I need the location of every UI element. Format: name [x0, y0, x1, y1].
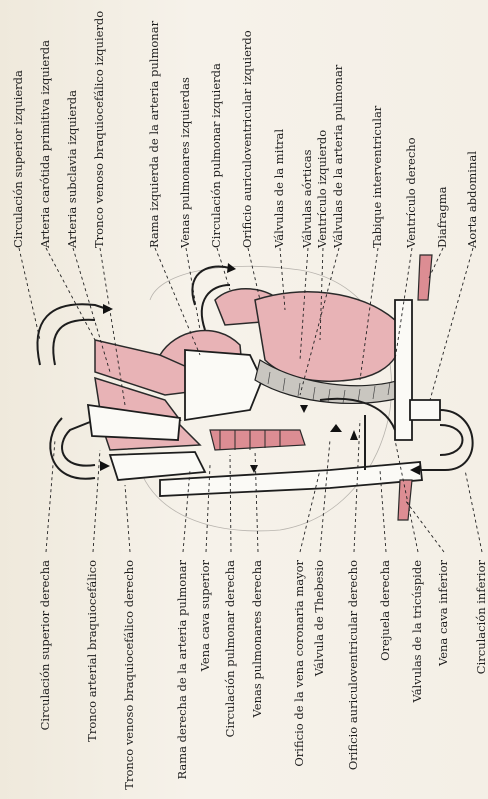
label-tronco-arterial-braquiocefalico: Tronco arterial braquiocefálico [85, 560, 99, 742]
label-tronco-venoso-derecho: Tronco venoso braquiocefálico derecho [122, 560, 136, 790]
label-circulacion-inferior: Circulación inferior [474, 559, 488, 674]
label-valvulas-tricuspide: Válvulas de la tricúspide [410, 560, 424, 704]
label-valvulas-aorticas: Válvulas aórticas [300, 149, 314, 249]
label-venas-pulmonares-derecha: Venas pulmonares derecha [250, 560, 264, 719]
label-valvulas-pulmonar: Válvulas de la arteria pulmonar [331, 64, 345, 249]
label-vena-cava-inferior: Vena cava inferior [436, 560, 450, 668]
label-diafragma: Diafragma [435, 186, 449, 248]
label-ventriculo-derecho: Ventrículo derecho [404, 137, 418, 249]
label-orificio-av-derecho: Orificio auriculoventricular derecho [346, 560, 360, 770]
label-orificio-vena-coronaria: Orificio de la vena coronaria mayor [292, 560, 306, 767]
label-orificio-av-izquierdo: Orificio auriculoventricular izquierdo [240, 30, 254, 248]
labels-top: Circulación superior izquierda Arteria c… [11, 11, 479, 249]
label-rama-izquierda-pulmonar: Rama izquierda de la arteria pulmonar [147, 20, 161, 248]
label-tronco-venoso-izquierdo: Tronco venoso braquiocefálico izquierdo [92, 11, 106, 248]
label-circulacion-pulmonar-izquierda: Circulación pulmonar izquierda [209, 63, 223, 248]
label-rama-derecha-pulmonar: Rama derecha de la arteria pulmonar [175, 560, 189, 780]
heart-illustration [37, 255, 472, 531]
label-arteria-carotida: Arteria carótida primitiva izquierda [38, 40, 52, 249]
label-arteria-subclavia: Arteria subclavia izquierda [65, 90, 79, 249]
label-vena-cava-superior: Vena cava superior [198, 560, 212, 673]
label-orejuela-derecha: Orejuela derecha [378, 560, 392, 661]
label-tabique-interventricular: Tabique interventricular [370, 105, 384, 248]
label-ventriculo-izquierdo: Ventrículo izquierdo [315, 130, 329, 249]
label-circulacion-superior-izquierda: Circulación superior izquierda [11, 70, 25, 248]
label-circulacion-superior-derecha: Circulación superior derecha [38, 560, 52, 731]
label-valvula-thebesio: Válvula de Thebesio [312, 560, 326, 677]
label-venas-pulmonares-izquierdas: Venas pulmonares izquierdas [178, 77, 192, 249]
labels-bottom: Circulación superior derecha Tronco arte… [38, 559, 488, 789]
label-circulacion-pulmonar-derecha: Circulación pulmonar derecha [223, 560, 237, 737]
label-valvulas-mitral: Válvulas de la mitral [272, 129, 286, 249]
label-aorta-abdominal: Aorta abdominal [465, 151, 479, 249]
